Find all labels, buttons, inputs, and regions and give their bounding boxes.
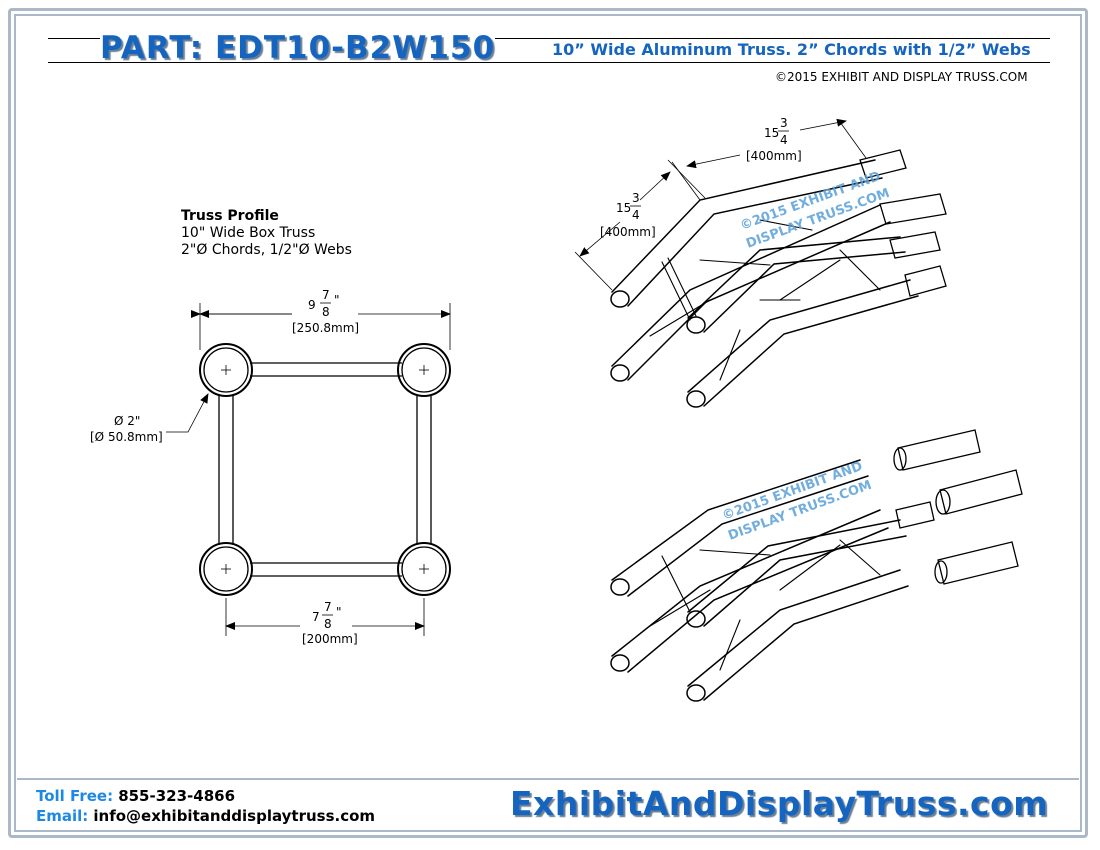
left-web bbox=[218, 396, 234, 545]
outer-frame bbox=[8, 8, 1088, 838]
dimension-outer-width bbox=[191, 303, 451, 350]
chord-top-right bbox=[397, 343, 451, 397]
tollfree-label: Toll Free: bbox=[36, 787, 114, 805]
top-web bbox=[250, 362, 402, 377]
chord-bottom-left bbox=[199, 542, 253, 596]
inner-width-mm: [200mm] bbox=[302, 632, 358, 646]
dimension-inner-width bbox=[225, 598, 425, 636]
bottom-web bbox=[250, 562, 402, 577]
leg-right-num: 3 bbox=[780, 116, 788, 130]
part-subtitle: 10” Wide Aluminum Truss. 2” Chords with … bbox=[552, 40, 1031, 59]
leg-right-den: 4 bbox=[780, 133, 788, 147]
copyright-notice: ©2015 EXHIBIT AND DISPLAY TRUSS.COM bbox=[775, 70, 1028, 84]
inner-width-den: 8 bbox=[324, 617, 332, 631]
tollfree-value[interactable]: 855-323-4866 bbox=[118, 787, 236, 805]
leg-left-whole: 15 bbox=[616, 201, 631, 215]
profile-heading: Truss Profile bbox=[181, 208, 279, 224]
header-line-left-bottom bbox=[48, 62, 548, 63]
email-label: Email: bbox=[36, 807, 89, 825]
header-line-left bbox=[48, 38, 100, 39]
outer-width-mm: [250.8mm] bbox=[292, 321, 359, 335]
chord-top-left bbox=[199, 343, 253, 397]
truss-profile-drawing bbox=[199, 343, 451, 596]
leg-left-num: 3 bbox=[632, 191, 640, 205]
outer-width-unit: " bbox=[334, 293, 340, 307]
outer-width-whole: 9 bbox=[308, 298, 316, 312]
chord-diameter-mm: [Ø 50.8mm] bbox=[90, 430, 163, 444]
chord-diameter-label: Ø 2" bbox=[114, 414, 140, 428]
profile-line-2: 2"Ø Chords, 1/2"Ø Webs bbox=[181, 242, 352, 258]
inner-width-unit: " bbox=[336, 605, 342, 619]
leg-left-mm: [400mm] bbox=[600, 225, 656, 239]
email-value[interactable]: info@exhibitanddisplaytruss.com bbox=[93, 807, 376, 825]
inner-width-num: 7 bbox=[324, 600, 332, 614]
footer-brand-link[interactable]: ExhibitAndDisplayTruss.com bbox=[510, 784, 1049, 823]
truss-iso-exploded bbox=[610, 429, 1023, 702]
footer-email: Email: info@exhibitanddisplaytruss.com bbox=[36, 806, 375, 825]
leg-right-mm: [400mm] bbox=[746, 149, 802, 163]
part-title: PART: EDT10-B2W150 bbox=[100, 30, 496, 66]
right-web bbox=[416, 396, 432, 545]
dimension-leg-left bbox=[574, 159, 706, 291]
inner-width-whole: 7 bbox=[312, 610, 320, 624]
leg-left-den: 4 bbox=[632, 208, 640, 222]
chord-bottom-right bbox=[397, 542, 451, 596]
leg-right-whole: 15 bbox=[764, 126, 779, 140]
header-line-right bbox=[495, 38, 1050, 39]
inner-frame bbox=[14, 14, 1082, 832]
outer-width-den: 8 bbox=[322, 305, 330, 319]
profile-line-1: 10" Wide Box Truss bbox=[181, 225, 316, 241]
outer-width-num: 7 bbox=[322, 288, 330, 302]
chord-diameter-leader bbox=[166, 393, 209, 433]
footer-separator bbox=[17, 778, 1079, 780]
footer-tollfree: Toll Free: 855-323-4866 bbox=[36, 786, 235, 805]
center-marks bbox=[221, 365, 429, 574]
header-line-right-bottom bbox=[548, 62, 1050, 63]
truss-iso-assembled bbox=[610, 149, 947, 408]
